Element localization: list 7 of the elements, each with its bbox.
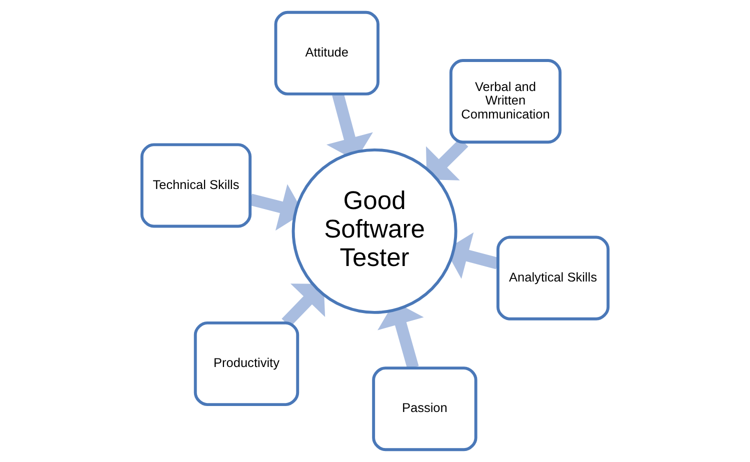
node-box: Analytical Skills xyxy=(496,236,610,320)
node-box: Attitude xyxy=(274,10,380,96)
node-box: Verbal and Written Communication xyxy=(449,59,562,144)
node-box: Technical Skills xyxy=(140,143,252,228)
node-circle: Good Software Tester xyxy=(292,148,458,314)
node-box: Productivity xyxy=(194,321,300,406)
node-box: Passion xyxy=(372,366,478,452)
